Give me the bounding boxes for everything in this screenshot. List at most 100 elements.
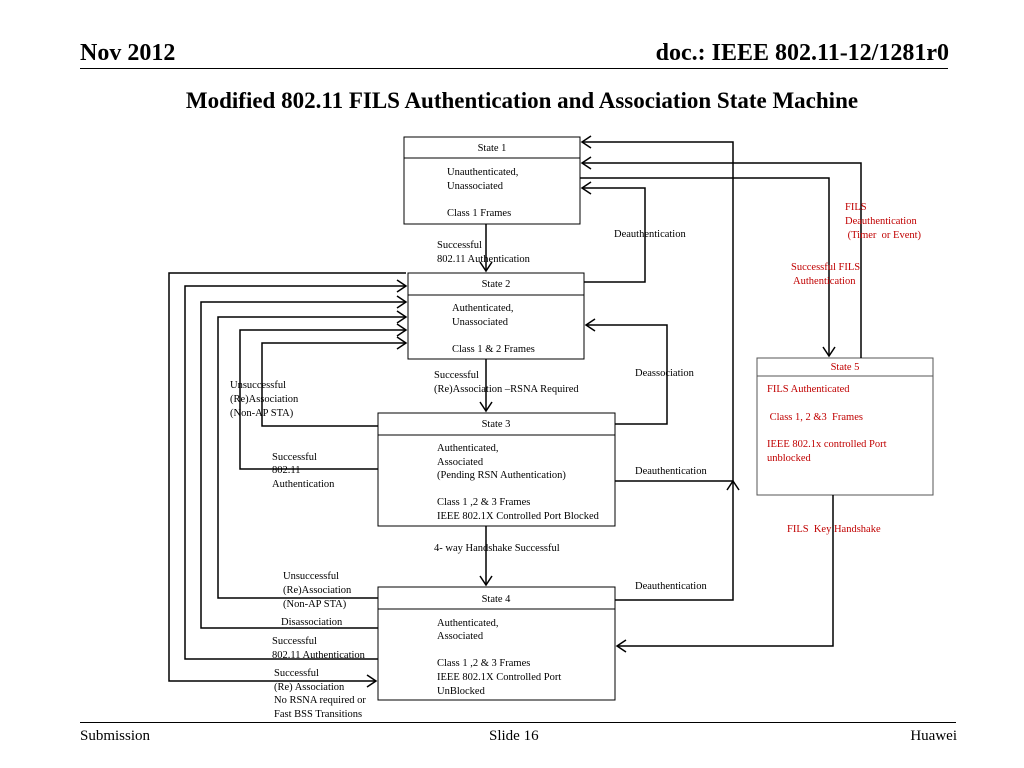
state-4-line: UnBlocked — [437, 686, 486, 697]
state-5-line: unblocked — [767, 453, 811, 464]
svg-text:Successful: Successful — [434, 370, 479, 381]
label-deauth-s4: Deauthentication — [635, 581, 707, 592]
svg-text:(Re)Association: (Re)Association — [230, 394, 299, 405]
label-s1-to-s2: Successful 802.11 Authentication — [437, 240, 531, 265]
arrow-disassoc-s4-to-s2 — [200, 295, 408, 629]
state-3-line: IEEE 802.1X Controlled Port Blocked — [437, 511, 600, 522]
label-succ-fils-auth: Successful FILS Authentication — [791, 262, 860, 287]
arrow-s3-to-s4 — [479, 526, 493, 587]
svg-text:4- way Handshake Successful: 4- way Handshake Successful — [434, 543, 560, 554]
arrow-deassoc-s3-to-s2 — [584, 318, 668, 425]
svg-text:Disassociation: Disassociation — [281, 617, 343, 628]
state-3-line: (Pending RSN Authentication) — [437, 470, 566, 481]
svg-text:Authentication: Authentication — [791, 276, 856, 287]
arrow-deauth-s2-to-s1 — [580, 181, 646, 283]
label-deauth-s3: Deauthentication — [635, 466, 707, 477]
svg-text:(Non-AP STA): (Non-AP STA) — [230, 408, 294, 419]
state-4-line: Associated — [437, 631, 484, 642]
label-succ-auth-s4: Successful 802.11 Authentication — [272, 636, 366, 661]
state-3-line: Associated — [437, 457, 484, 468]
svg-text:Deauthentication: Deauthentication — [635, 581, 707, 592]
svg-text:Successful: Successful — [274, 668, 319, 679]
arrow-fils-deauth-s5-to-s1 — [580, 156, 862, 358]
state-4-line: IEEE 802.1X Controlled Port — [437, 672, 561, 683]
label-succ-auth-s3: Successful 802.11 Authentication — [272, 452, 335, 490]
state-1-line: Unauthenticated, — [447, 167, 518, 178]
state-1-title: State 1 — [478, 143, 507, 154]
arrow-fils-key-s5-to-s4 — [615, 495, 834, 653]
svg-text:Successful: Successful — [437, 240, 482, 251]
state-2-line: Class 1 & 2 Frames — [452, 344, 535, 355]
header-doc-id: doc.: IEEE 802.11-12/1281r0 — [655, 40, 949, 66]
arrow-deauth-s3s4-to-s1 — [580, 135, 740, 601]
state-4-line: Class 1 ,2 & 3 Frames — [437, 658, 530, 669]
state-1-line: Unassociated — [447, 181, 504, 192]
state-2-line: Authenticated, — [452, 303, 514, 314]
state-2-title: State 2 — [482, 279, 511, 290]
svg-text:Deauthentication: Deauthentication — [614, 229, 686, 240]
arrow-unsucc-reassoc-s4-to-s2 — [217, 310, 408, 599]
svg-text:Authentication: Authentication — [272, 479, 335, 490]
label-s2-to-s3: Successful (Re)Association –RSNA Require… — [434, 370, 579, 395]
svg-text:Successful: Successful — [272, 452, 317, 463]
svg-text:(Re)Association –RSNA Required: (Re)Association –RSNA Required — [434, 384, 579, 395]
svg-text:Deauthentication: Deauthentication — [845, 216, 917, 227]
header-divider — [80, 68, 948, 69]
footer-submission: Submission — [80, 728, 151, 744]
state-5-line: FILS Authenticated — [767, 384, 850, 395]
svg-text:Unsuccessful: Unsuccessful — [230, 380, 286, 391]
arrow-succ-auth-s4-to-s2 — [184, 279, 408, 660]
label-unsucc-reassoc-2: Unsuccessful (Re)Association (Non-AP STA… — [283, 571, 352, 610]
svg-text:Successful: Successful — [272, 636, 317, 647]
state-2-box: State 2 Authenticated, Unassociated Clas… — [407, 272, 585, 360]
label-succ-reassoc-s4: Successful (Re) Association No RSNA requ… — [274, 668, 366, 720]
state-4-line: Authenticated, — [437, 618, 499, 629]
label-deassociation-s3: Deassociation — [635, 368, 695, 379]
header-date: Nov 2012 — [80, 40, 176, 66]
svg-text:Deassociation: Deassociation — [635, 368, 695, 379]
svg-text:802.11: 802.11 — [272, 465, 301, 476]
svg-text:(Re)Association: (Re)Association — [283, 585, 352, 596]
label-s3-to-s4: 4- way Handshake Successful — [434, 543, 560, 554]
state-4-title: State 4 — [482, 594, 512, 605]
svg-text:Fast BSS Transitions: Fast BSS Transitions — [274, 709, 362, 720]
state-5-title: State 5 — [831, 362, 860, 373]
svg-text:802.11 Authentication: 802.11 Authentication — [272, 650, 366, 661]
label-fils-key-handshake: FILS Key Handshake — [787, 524, 881, 535]
svg-text:FILS: FILS — [845, 202, 867, 213]
footer-divider — [80, 722, 956, 723]
arrow-succ-auth-s3-to-s2 — [239, 323, 408, 470]
svg-text:(Timer or Event): (Timer or Event) — [845, 230, 922, 241]
svg-text:Successful FILS: Successful FILS — [791, 262, 860, 273]
svg-text:802.11 Authentication: 802.11 Authentication — [437, 254, 531, 265]
footer-slide-number: Slide 16 — [489, 728, 539, 744]
state-4-box: State 4 Authenticated, Associated Class … — [377, 586, 616, 701]
svg-text:(Non-AP STA): (Non-AP STA) — [283, 599, 347, 610]
state-3-line: Class 1 ,2 & 3 Frames — [437, 497, 530, 508]
arrow-s1-to-s2 — [479, 224, 493, 273]
svg-text:Deauthentication: Deauthentication — [635, 466, 707, 477]
state-1-line: Class 1 Frames — [447, 208, 511, 219]
footer-company: Huawei — [910, 728, 957, 744]
state-5-box: State 5 FILS Authenticated Class 1, 2 &3… — [756, 357, 934, 496]
state-2-line: Unassociated — [452, 317, 509, 328]
label-disassociation-s4: Disassociation — [281, 617, 343, 628]
arrow-succ-reassoc-s2-to-s4 — [168, 272, 406, 688]
svg-text:Unsuccessful: Unsuccessful — [283, 571, 339, 582]
svg-text:(Re) Association: (Re) Association — [274, 682, 345, 693]
state-5-line: IEEE 802.1x controlled Port — [767, 439, 887, 450]
slide-title: Modified 802.11 FILS Authentication and … — [185, 88, 859, 113]
arrow-unsucc-reassoc-s3-to-s2 — [261, 336, 408, 427]
label-unsucc-reassoc-1: Unsuccessful (Re)Association (Non-AP STA… — [230, 380, 299, 419]
label-fils-deauth: FILS Deauthentication (Timer or Event) — [845, 202, 922, 241]
arrow-s2-to-s3 — [479, 359, 493, 413]
label-deauth-s2: Deauthentication — [614, 229, 686, 240]
state-1-box: State 1 Unauthenticated, Unassociated Cl… — [403, 136, 581, 225]
state-3-box: State 3 Authenticated, Associated (Pendi… — [377, 412, 616, 527]
svg-text:No RSNA required or: No RSNA required or — [274, 695, 366, 706]
arrow-fils-auth-s1-to-s5 — [580, 177, 836, 358]
state-5-line: Class 1, 2 &3 Frames — [767, 412, 863, 423]
state-3-line: Authenticated, — [437, 443, 499, 454]
svg-text:FILS Key Handshake: FILS Key Handshake — [787, 524, 881, 535]
